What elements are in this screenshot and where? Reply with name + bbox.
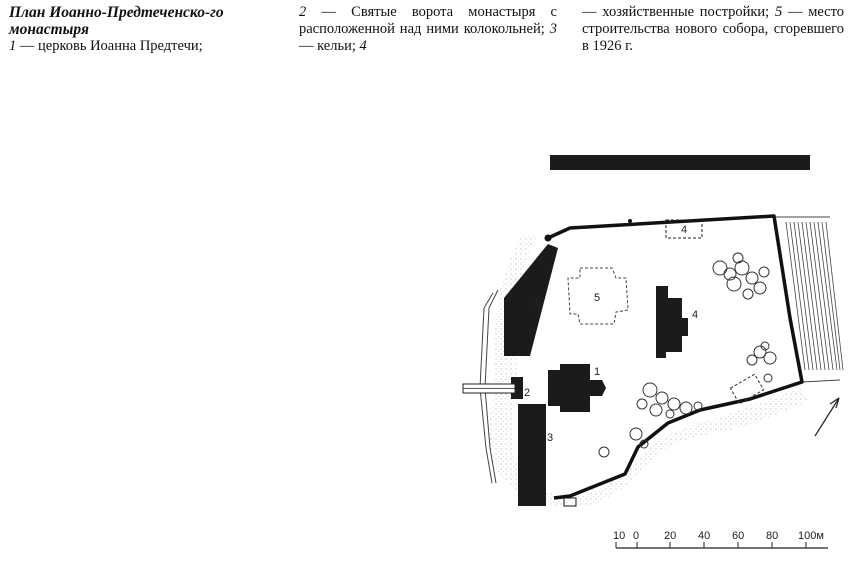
legend-num-2: 2 — [299, 4, 307, 20]
label-cathedral-site: 5 — [594, 292, 600, 304]
scale-tick-0: 0 — [633, 530, 639, 542]
trees-ne — [712, 252, 770, 300]
legend-text-1: — церковь Иоанна Предтечи; — [19, 38, 203, 54]
wall-tower-nw — [544, 234, 552, 242]
legend-num-5: 5 — [774, 4, 783, 20]
legend-text-4: — хозяйственные постройки; — [582, 4, 770, 20]
cells-building-south — [518, 404, 546, 506]
label-cells-south: 3 — [547, 432, 553, 444]
north-arrow-head — [829, 397, 840, 409]
scale-tick-20: 20 — [664, 530, 676, 542]
legend-text-5: — место строительства нового собора, сго… — [582, 4, 844, 54]
legend-text-2: — Святые ворота монастыря с расположенно… — [299, 4, 557, 37]
label-gate: 2 — [524, 387, 530, 399]
east-road-bottom — [801, 379, 841, 383]
east-steps — [785, 221, 844, 371]
old-household-site — [665, 219, 703, 239]
trees-e — [746, 341, 777, 383]
legend-num-4: 4 — [359, 38, 367, 54]
label-household: 4 — [692, 309, 698, 321]
label-church: 1 — [594, 366, 600, 378]
north-arrow — [814, 397, 840, 437]
legend-num-1: 1 — [9, 38, 17, 54]
monastery-plan: 1 2 3 3 4 4 5 10 0 20 40 60 80 100м — [430, 118, 851, 565]
trees-sw — [598, 427, 649, 458]
trees-center — [636, 382, 703, 419]
legend-num-3: 3 — [549, 21, 557, 37]
scale-tick-100m: 100м — [798, 530, 824, 542]
wall-tower-n — [628, 219, 632, 223]
top-dark-bar — [550, 155, 810, 170]
caption-column-2: 2 — Святые ворота монастыря с расположен… — [299, 4, 557, 55]
caption-column-1: План Иоанно-Предтеченско-го монастыря 1 … — [9, 4, 271, 55]
wall-east-inner — [790, 322, 803, 383]
scale-tick-80: 80 — [766, 530, 778, 542]
wall-tower-se — [563, 497, 577, 507]
monastery-wall — [547, 214, 804, 500]
label-cells-north: 3 — [534, 299, 540, 311]
plan-title: План Иоанно-Предтеченско-го монастыря — [9, 4, 224, 38]
old-building-site-east — [729, 373, 765, 405]
church-ioann — [548, 364, 606, 412]
caption-column-3: — хозяйственные постройки; 5 — место стр… — [582, 4, 844, 55]
legend-text-3: — кельи; — [299, 38, 356, 54]
cells-building-north — [504, 244, 558, 356]
scale-bar — [615, 542, 828, 549]
scale-tick-60: 60 — [732, 530, 744, 542]
household-building — [656, 286, 688, 358]
cathedral-site — [567, 267, 629, 325]
label-household-site: 4 — [681, 224, 687, 236]
scale-tick-10: 10 — [613, 530, 625, 542]
scale-tick-40: 40 — [698, 530, 710, 542]
